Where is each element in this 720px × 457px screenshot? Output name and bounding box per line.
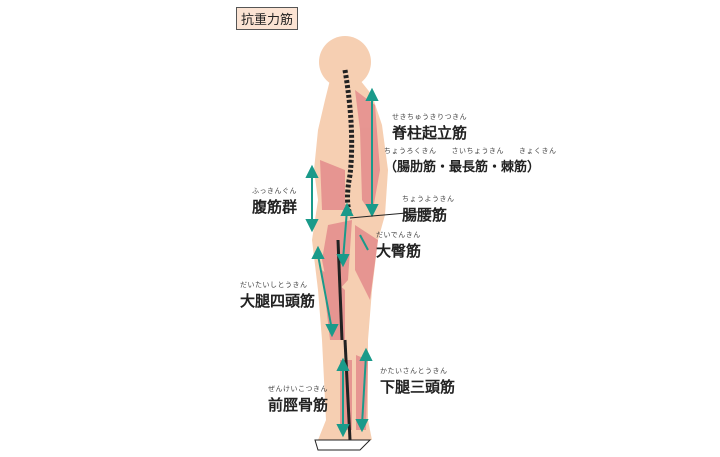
name: 下腿三頭筋 (380, 378, 456, 396)
name: （腸肋筋・最長筋・棘筋） (384, 160, 541, 175)
label-tibialis-anterior: ぜんけいこつきん 前脛骨筋 (268, 384, 328, 415)
label-quadriceps: だいたいしとうきん 大腿四頭筋 (240, 280, 315, 311)
name: 大腿四頭筋 (240, 292, 316, 310)
name: 腹筋群 (252, 198, 298, 216)
ruby: ちょうろくきん さいちょうきん きょくきん (384, 147, 557, 155)
ruby: せきちゅうきりつきん (392, 113, 468, 121)
name: 大臀筋 (376, 242, 422, 260)
iliopsoas-leader-line (349, 209, 441, 219)
label-erector-subgroups: ちょうろくきん さいちょうきん きょくきん （腸肋筋・最長筋・棘筋） (384, 146, 557, 175)
label-abdominal: ふっきんぐん 腹筋群 (252, 186, 297, 217)
ruby: だいでんきん (376, 231, 421, 239)
diagram-title: 抗重力筋 (236, 7, 299, 30)
ruby: ぜんけいこつきん (268, 385, 328, 393)
ruby: ちょうようきん (402, 195, 455, 203)
label-triceps-surae: かたいさんとうきん 下腿三頭筋 (380, 366, 455, 397)
arrows (305, 87, 379, 438)
ruby: だいたいしとうきん (240, 281, 308, 289)
name: 腸腰筋 (402, 206, 448, 224)
label-iliopsoas: ちょうようきん 腸腰筋 (402, 194, 455, 225)
ruby: かたいさんとうきん (380, 367, 448, 375)
ruby: ふっきんぐん (252, 187, 297, 195)
name: 前脛骨筋 (268, 396, 329, 414)
label-erector-spinae: せきちゅうきりつきん 脊柱起立筋 (392, 112, 467, 143)
name: 脊柱起立筋 (392, 124, 468, 142)
label-gluteus: だいでんきん 大臀筋 (376, 230, 421, 261)
